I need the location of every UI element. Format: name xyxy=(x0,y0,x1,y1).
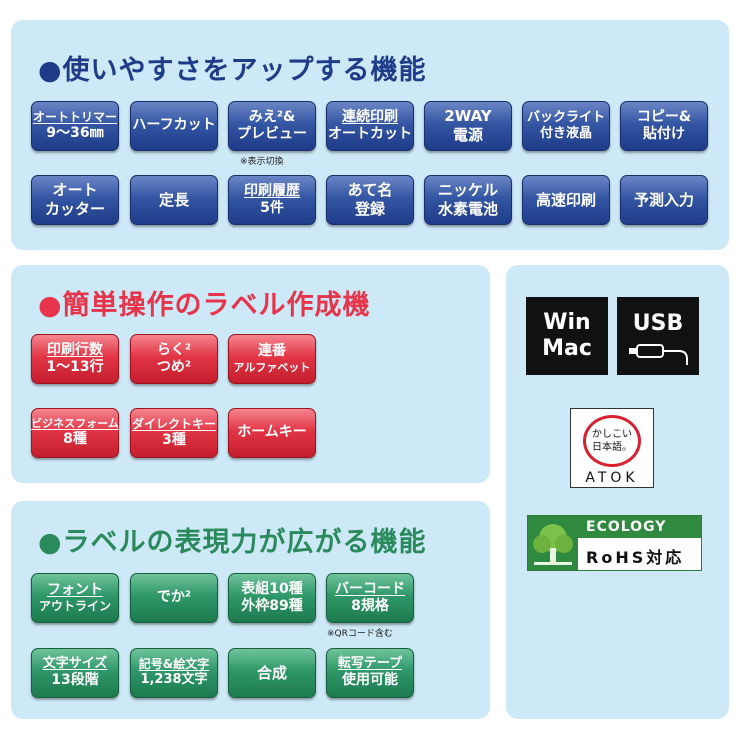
btn-line2: アルファベット xyxy=(233,360,311,374)
btn-line1: 印刷履歴 xyxy=(244,182,300,199)
btn-line1: 表組10種 xyxy=(241,580,303,597)
direct-key-button: ダイレクトキー 3種 xyxy=(130,408,218,458)
btn-line1: コピー& xyxy=(636,108,692,125)
table-frame-button: 表組10種 外枠89種 xyxy=(228,573,316,623)
expression-title: ●ラベルの表現力が広がる機能 xyxy=(38,527,427,558)
qr-code-note: ※QRコード含む xyxy=(327,629,393,639)
mac-label: Mac xyxy=(542,336,592,361)
btn-line2: 貼付け xyxy=(643,126,685,142)
usb-badge: USB xyxy=(617,297,699,375)
address-register-button: あて名 登録 xyxy=(326,175,414,225)
fast-print-button: 高速印刷 xyxy=(522,175,610,225)
btn-line2: 3種 xyxy=(162,431,186,448)
atok-label: ATOK xyxy=(585,470,639,486)
continuous-print-button: 連続印刷 オートカット xyxy=(326,101,414,151)
win-label: Win xyxy=(543,309,591,335)
btn-line2: 使用可能 xyxy=(342,672,398,689)
btn-line1: 連続印刷 xyxy=(342,108,398,125)
font-size-button: 文字サイズ 13段階 xyxy=(31,648,119,698)
tree-icon xyxy=(528,516,578,570)
auto-trimmer-button: オートトリマー 9～36㎜ xyxy=(31,101,119,151)
btn-line2: 5件 xyxy=(260,200,284,216)
btn-line1: 転写テープ xyxy=(337,656,403,672)
btn-line1: あて名 xyxy=(347,181,393,200)
transfer-tape-button: 転写テープ 使用可能 xyxy=(326,648,414,698)
btn-line1: ニッケル xyxy=(437,181,498,200)
btn-line1: 予測入力 xyxy=(633,190,694,209)
symbols-emoji-button: 記号&絵文字 1,238文字 xyxy=(130,648,218,698)
btn-line2: 電源 xyxy=(452,126,483,144)
btn-line2: 13段階 xyxy=(51,672,99,689)
usb-label: USB xyxy=(632,311,684,336)
composite-button: 合成 xyxy=(228,648,316,698)
print-history-button: 印刷履歴 5件 xyxy=(228,175,316,225)
nimh-battery-button: ニッケル 水素電池 xyxy=(424,175,512,225)
usb-cable-icon xyxy=(629,344,688,366)
btn-line2: 外枠89種 xyxy=(241,598,303,614)
barcode-button: バーコード 8規格 xyxy=(326,573,414,623)
copy-paste-button: コピー& 貼付け xyxy=(620,101,708,151)
business-form-button: ビジネスフォーム 8種 xyxy=(31,408,119,458)
backlight-lcd-button: バックライト 付き液晶 xyxy=(522,101,610,151)
atok-circle: かしこい 日本語。 xyxy=(583,415,641,467)
btn-line1: オート xyxy=(52,181,98,200)
btn-line1: でか² xyxy=(156,589,192,606)
btn-line2: プレビュー xyxy=(237,126,307,142)
serial-number-button: 連番 アルファベット xyxy=(228,334,316,384)
print-lines-button: 印刷行数 1～13行 xyxy=(31,334,119,384)
btn-line1: バーコード xyxy=(335,580,405,597)
btn-line2: 8種 xyxy=(63,431,87,448)
btn-line2: 登録 xyxy=(354,200,385,218)
btn-line2: 1～13行 xyxy=(46,359,104,375)
raku-tsume-button: らく² つめ² xyxy=(130,334,218,384)
btn-line1: オートトリマー xyxy=(32,109,117,124)
btn-line2: 付き液晶 xyxy=(539,126,592,141)
auto-cutter-button: オート カッター xyxy=(31,175,119,225)
btn-line1: 文字サイズ xyxy=(42,656,108,672)
btn-line1: フォント xyxy=(47,581,103,598)
easy-title: ●簡単操作のラベル作成機 xyxy=(38,290,371,321)
half-cut-button: ハーフカット xyxy=(130,101,218,151)
btn-line1: 高速印刷 xyxy=(535,190,596,209)
predictive-input-button: 予測入力 xyxy=(620,175,708,225)
btn-line2: カッター xyxy=(44,200,105,218)
ecology-badge: ECOLOGY RoHS対応 xyxy=(527,515,702,571)
two-way-power-button: 2WAY 電源 xyxy=(424,101,512,151)
display-switch-note: ※表示切換 xyxy=(240,157,284,167)
btn-line2: 1,238文字 xyxy=(140,672,208,688)
btn-line1: ハーフカット xyxy=(132,117,216,134)
win-mac-badge: Win Mac xyxy=(526,297,608,375)
btn-line1: 連番 xyxy=(258,343,286,360)
btn-line1: 定長 xyxy=(158,190,189,209)
deka-button: でか² xyxy=(130,573,218,623)
btn-line2: 水素電池 xyxy=(437,200,498,218)
btn-line1: 印刷行数 xyxy=(47,341,103,358)
usability-title: ●使いやすさをアップする機能 xyxy=(38,55,427,86)
btn-line1: 記号&絵文字 xyxy=(138,657,210,672)
mie-preview-button: みえ²& プレビュー xyxy=(228,101,316,151)
btn-line2: オートカット xyxy=(328,126,412,142)
btn-line1: ダイレクトキー xyxy=(131,416,216,431)
fixed-length-button: 定長 xyxy=(130,175,218,225)
font-outline-button: フォント アウトライン xyxy=(31,573,119,623)
atok-top-text: かしこい xyxy=(592,429,632,440)
btn-line1: バックライト xyxy=(526,109,605,125)
btn-line1: ビジネスフォーム xyxy=(31,417,119,431)
btn-line2: つめ² xyxy=(156,359,192,375)
btn-line2: 9～36㎜ xyxy=(46,124,104,141)
btn-line1: 2WAY xyxy=(444,107,492,126)
btn-line1: 合成 xyxy=(256,663,287,682)
btn-line1: みえ²& xyxy=(248,108,296,125)
btn-line2: アウトライン xyxy=(38,599,111,614)
home-key-button: ホームキー xyxy=(228,408,316,458)
atok-mid-text: 日本語。 xyxy=(592,442,632,453)
rohs-label: RoHS対応 xyxy=(586,548,685,567)
btn-line1: らく² xyxy=(156,341,192,358)
btn-line2: 8規格 xyxy=(351,598,389,614)
btn-line1: ホームキー xyxy=(237,424,307,441)
atok-badge: かしこい 日本語。 ATOK xyxy=(570,408,654,488)
ecology-title: ECOLOGY xyxy=(586,519,667,535)
